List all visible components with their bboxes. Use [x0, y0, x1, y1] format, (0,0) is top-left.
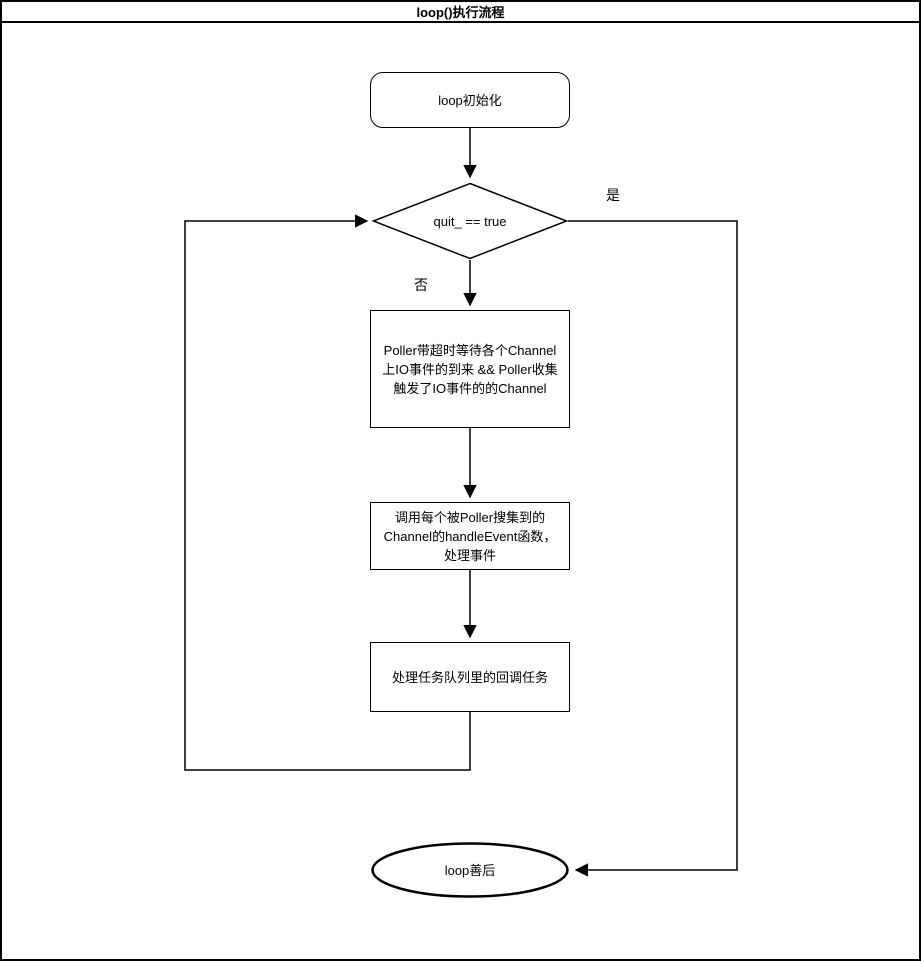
node-end-terminator: loop善后	[371, 842, 569, 898]
page-title: loop()执行流程	[416, 5, 505, 20]
node-task-queue-label: 处理任务队列里的回调任务	[391, 669, 548, 685]
node-start-label: loop初始化	[438, 92, 502, 108]
title-bar: loop()执行流程	[2, 2, 919, 23]
node-process-poller-wait: Poller带超时等待各个Channel上IO事件的到来 && Poller收集…	[370, 310, 570, 428]
node-poller-wait-label: Poller带超时等待各个Channel上IO事件的到来 && Poller收集…	[382, 342, 558, 396]
node-process-task-queue: 处理任务队列里的回调任务	[370, 642, 570, 712]
edge-label-yes: 是	[604, 187, 622, 203]
connector-loopback-to-decision	[184, 214, 471, 771]
node-decision: quit_ == true	[372, 182, 568, 260]
node-decision-label: quit_ == true	[433, 213, 507, 229]
edge-label-no: 否	[412, 277, 430, 293]
node-process-handle-event: 调用每个被Poller搜集到的Channel的handleEvent函数，处理事…	[370, 502, 570, 570]
node-end-label: loop善后	[444, 862, 496, 878]
diamond-shape	[372, 182, 568, 260]
connector-yes-to-end	[568, 220, 738, 877]
node-handle-event-label: 调用每个被Poller搜集到的Channel的handleEvent函数，处理事…	[383, 509, 557, 563]
ellipse-shape	[371, 842, 569, 898]
node-start-terminator: loop初始化	[370, 72, 570, 128]
